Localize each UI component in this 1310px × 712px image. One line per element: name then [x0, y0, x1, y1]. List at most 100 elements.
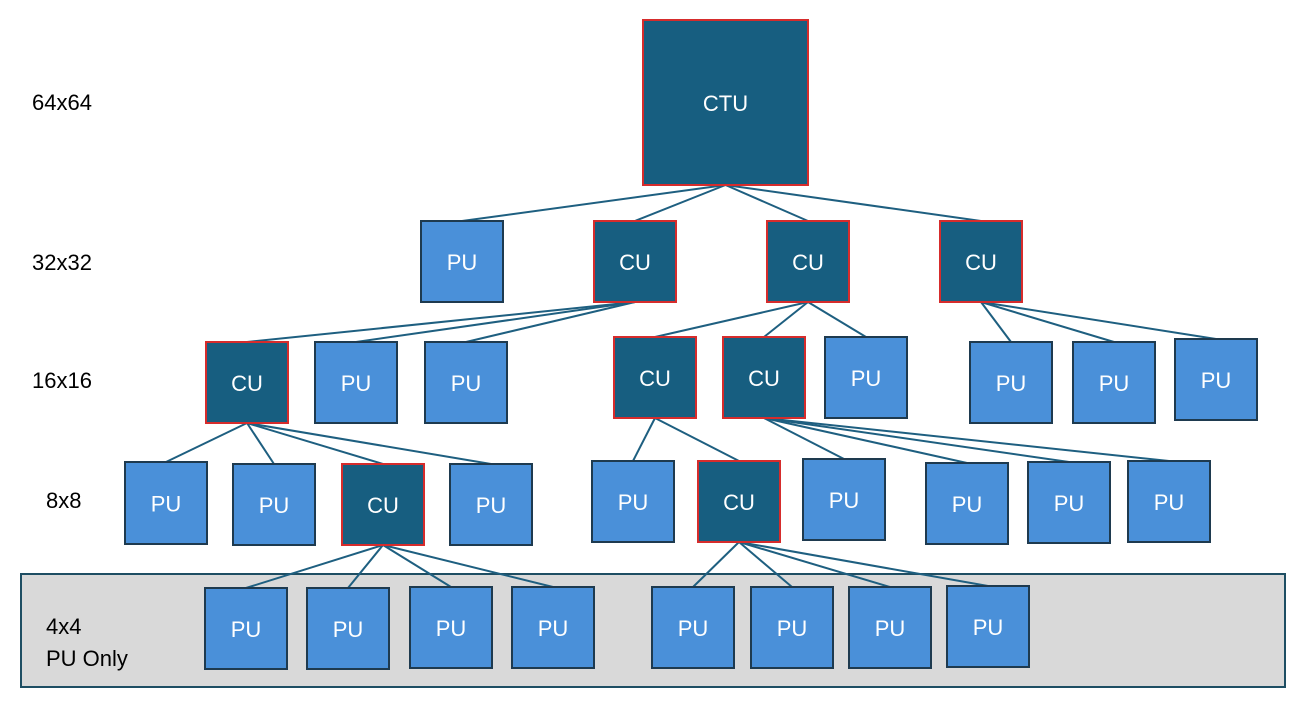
- node-label: CU: [792, 250, 824, 275]
- edge-b5-to-c10: [763, 417, 1170, 462]
- node-label: CU: [965, 250, 997, 275]
- node-box: [1027, 461, 1111, 544]
- pu-node-a1: PU: [420, 220, 504, 303]
- cu-node-c3: CU: [341, 463, 425, 546]
- node-box: [766, 220, 850, 303]
- node-box: [1127, 460, 1211, 543]
- node-label: PU: [447, 250, 478, 275]
- node-label: CU: [619, 250, 651, 275]
- edge-c3-to-d2: [347, 544, 384, 589]
- node-box: [697, 460, 781, 543]
- node-box: [642, 19, 809, 186]
- edge-b4-to-c5: [632, 417, 656, 462]
- level-label-4x4: 4x4: [46, 614, 81, 639]
- node-label: PU: [1054, 491, 1085, 516]
- node-box: [939, 220, 1023, 303]
- node-box: [1174, 338, 1258, 421]
- node-box: [314, 341, 398, 424]
- edge-a2-to-b2: [355, 301, 636, 343]
- edge-c3-to-d3: [382, 544, 452, 588]
- node-box: [1072, 341, 1156, 424]
- edge-c3-to-d1: [245, 544, 384, 589]
- pu-node-c4: PU: [449, 463, 533, 546]
- pu-node-b2: PU: [314, 341, 398, 424]
- node-box: [651, 586, 735, 669]
- node-box: [409, 586, 493, 669]
- node-label: PU: [829, 488, 860, 513]
- pu-node-b7: PU: [969, 341, 1053, 424]
- edge-b1-to-c2: [246, 422, 275, 465]
- node-box: [969, 341, 1053, 424]
- node-box: [424, 341, 508, 424]
- edge-a4-to-b7: [980, 301, 1012, 343]
- cu-node-a3: CU: [766, 220, 850, 303]
- pu-node-c10: PU: [1127, 460, 1211, 543]
- node-label: PU: [333, 617, 364, 642]
- node-box: [306, 587, 390, 670]
- pu-node-d1: PU: [204, 587, 288, 670]
- pu-node-c5: PU: [591, 460, 675, 543]
- edge-ctu-to-a2: [634, 184, 726, 222]
- edge-b5-to-c9: [763, 417, 1070, 463]
- pu-node-b8: PU: [1072, 341, 1156, 424]
- level-label-pu-only: PU Only: [46, 646, 128, 671]
- node-label: PU: [973, 615, 1004, 640]
- node-label: PU: [151, 492, 182, 517]
- node-label: PU: [1154, 490, 1185, 515]
- pu-node-b6: PU: [824, 336, 908, 419]
- pu-node-d8: PU: [946, 585, 1030, 668]
- level-label-32x32: 32x32: [32, 250, 92, 275]
- node-label: PU: [451, 371, 482, 396]
- edge-c6-to-d8: [738, 541, 989, 587]
- pu-node-d5: PU: [651, 586, 735, 669]
- node-box: [613, 336, 697, 419]
- level-label-16x16: 16x16: [32, 368, 92, 393]
- node-label: PU: [851, 366, 882, 391]
- pu-node-c9: PU: [1027, 461, 1111, 544]
- edge-ctu-to-a1: [461, 184, 726, 222]
- edge-c3-to-d4: [382, 544, 554, 588]
- edge-ctu-to-a3: [725, 184, 809, 222]
- node-label: CU: [639, 366, 671, 391]
- node-box: [420, 220, 504, 303]
- level-label-64x64: 64x64: [32, 90, 92, 115]
- edge-c6-to-d7: [738, 541, 891, 588]
- pu-node-c2: PU: [232, 463, 316, 546]
- tree-edges: [165, 184, 1217, 589]
- node-label: CTU: [703, 91, 748, 116]
- cu-node-b1: CU: [205, 341, 289, 424]
- node-box: [946, 585, 1030, 668]
- edge-b5-to-c7: [763, 417, 845, 460]
- cu-node-b5: CU: [722, 336, 806, 419]
- edge-a3-to-b6: [807, 301, 867, 338]
- node-box: [591, 460, 675, 543]
- cu-node-a4: CU: [939, 220, 1023, 303]
- node-label: PU: [777, 616, 808, 641]
- cu-node-c6: CU: [697, 460, 781, 543]
- node-label: PU: [259, 493, 290, 518]
- edge-a3-to-b5: [763, 301, 809, 338]
- edge-a3-to-b4: [654, 301, 809, 338]
- edge-a4-to-b8: [980, 301, 1115, 343]
- node-box: [205, 341, 289, 424]
- node-label: PU: [476, 493, 507, 518]
- edge-b5-to-c8: [763, 417, 968, 464]
- edge-a2-to-b3: [465, 301, 636, 343]
- node-label: PU: [678, 616, 709, 641]
- cu-node-b4: CU: [613, 336, 697, 419]
- node-box: [722, 336, 806, 419]
- node-box: [802, 458, 886, 541]
- node-box: [204, 587, 288, 670]
- pu-node-d7: PU: [848, 586, 932, 669]
- node-box: [124, 461, 208, 545]
- level-label-8x8: 8x8: [46, 488, 81, 513]
- pu-node-d3: PU: [409, 586, 493, 669]
- node-label: CU: [367, 493, 399, 518]
- level-labels: 64x64 32x32 16x16 8x8 4x4 PU Only: [32, 90, 128, 671]
- edge-a2-to-b1: [246, 301, 636, 343]
- pu-node-d2: PU: [306, 587, 390, 670]
- node-label: PU: [618, 490, 649, 515]
- edge-b4-to-c6: [654, 417, 740, 462]
